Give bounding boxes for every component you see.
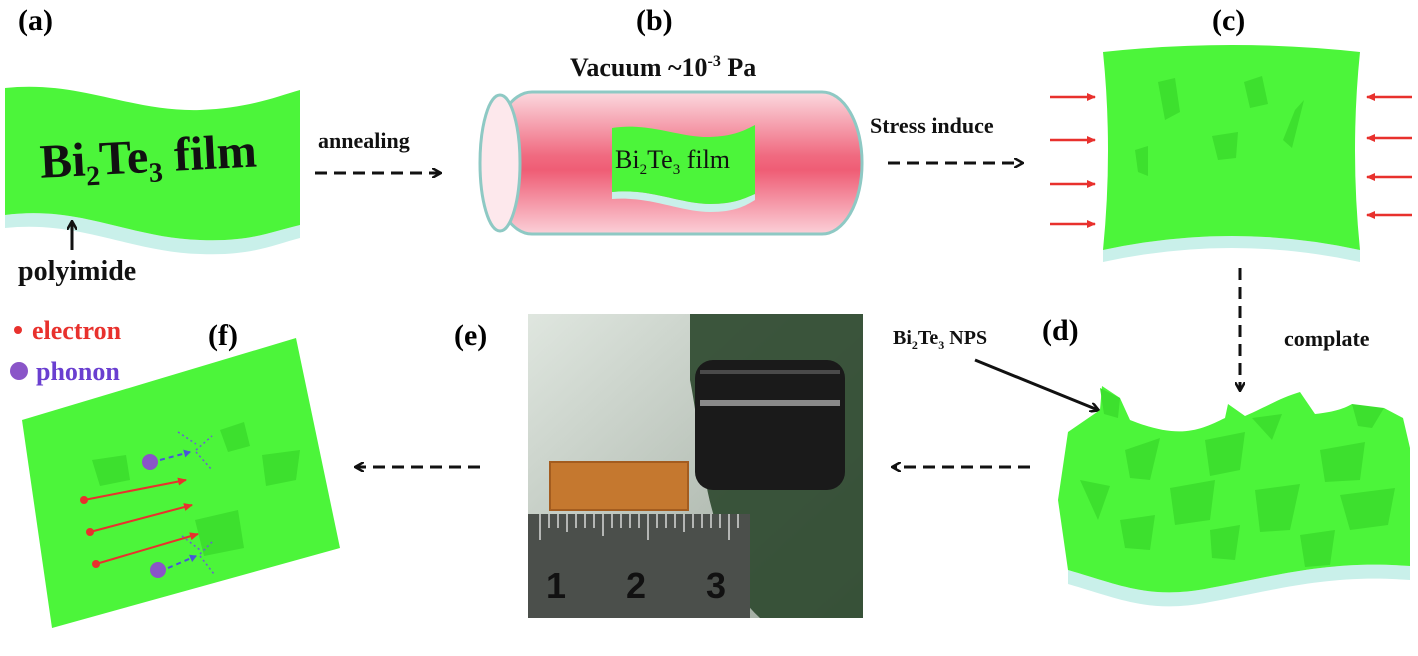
panel-a-label: (a) <box>18 4 53 37</box>
legend-electron-dot <box>14 326 22 334</box>
annealing-label: annealing <box>318 128 410 153</box>
arrow-annealing: annealing <box>315 128 440 173</box>
phonon-scatter <box>177 431 213 471</box>
polyimide-layer-b <box>612 191 755 212</box>
phonon-scatter <box>181 535 215 575</box>
film-label-b: Bi2Te3 film <box>615 145 730 178</box>
panel-d: (d) Bi2Te3 NPS <box>893 314 1410 607</box>
electron-paths <box>83 477 199 565</box>
panel-d-label: (d) <box>1042 314 1079 347</box>
panel-c-label: (c) <box>1212 4 1245 37</box>
complate-label: complate <box>1284 326 1370 351</box>
legend-phonon-dot <box>10 362 28 380</box>
stress-induce-label: Stress induce <box>870 113 994 138</box>
compression-arrows-right <box>1366 93 1412 219</box>
polyimide-layer-d <box>1068 564 1410 607</box>
legend-phonon-label: phonon <box>36 357 120 386</box>
ruler-number-3: 3 <box>706 565 726 606</box>
electron-dot <box>86 528 94 536</box>
film-label-a: Bi2Te3 film <box>39 124 259 194</box>
panel-c: (c) <box>1050 4 1412 262</box>
grains-f <box>92 422 300 556</box>
panel-f: (f) electron phonon <box>10 316 340 628</box>
arrow-stress-induce: Stress induce <box>870 113 1022 163</box>
ruler-number-1: 1 <box>546 565 566 606</box>
phonon-dot <box>150 562 166 578</box>
grains-c <box>1135 76 1304 176</box>
panel-e: (e) 1 2 3 <box>454 314 863 618</box>
compression-arrows-left <box>1050 93 1096 228</box>
bi2te3-film-b <box>612 125 755 204</box>
panel-f-label: (f) <box>208 319 238 352</box>
panel-e-label: (e) <box>454 319 487 352</box>
arrow-complate: complate <box>1240 268 1370 390</box>
polyimide-layer-c <box>1103 236 1360 262</box>
phonon-dot <box>142 454 158 470</box>
grains-d <box>1080 388 1395 567</box>
bi2te3-film-a <box>5 86 300 241</box>
polyimide-label: polyimide <box>18 256 136 287</box>
panel-b: (b) Vacuum ~10-3 Pa Bi2Te3 film <box>478 4 864 236</box>
tube-opening <box>478 93 522 233</box>
electron-dot <box>92 560 100 568</box>
ruler <box>528 514 750 618</box>
nps-label: Bi2Te3 NPS <box>893 327 987 352</box>
nps-pointer-arrow <box>974 358 1098 410</box>
ruler-number-2: 2 <box>626 565 646 606</box>
sample-photo: 1 2 3 <box>528 314 863 618</box>
panel-b-label: (b) <box>636 4 673 37</box>
vacuum-label: Vacuum ~10-3 Pa <box>570 53 756 82</box>
electron-dot <box>80 496 88 504</box>
legend-electron-label: electron <box>32 316 122 345</box>
orange-sample <box>549 461 689 511</box>
ruler-ticks <box>539 514 739 540</box>
panel-a: (a) Bi2Te3 film polyimide <box>5 4 300 287</box>
polyimide-layer <box>5 213 300 255</box>
